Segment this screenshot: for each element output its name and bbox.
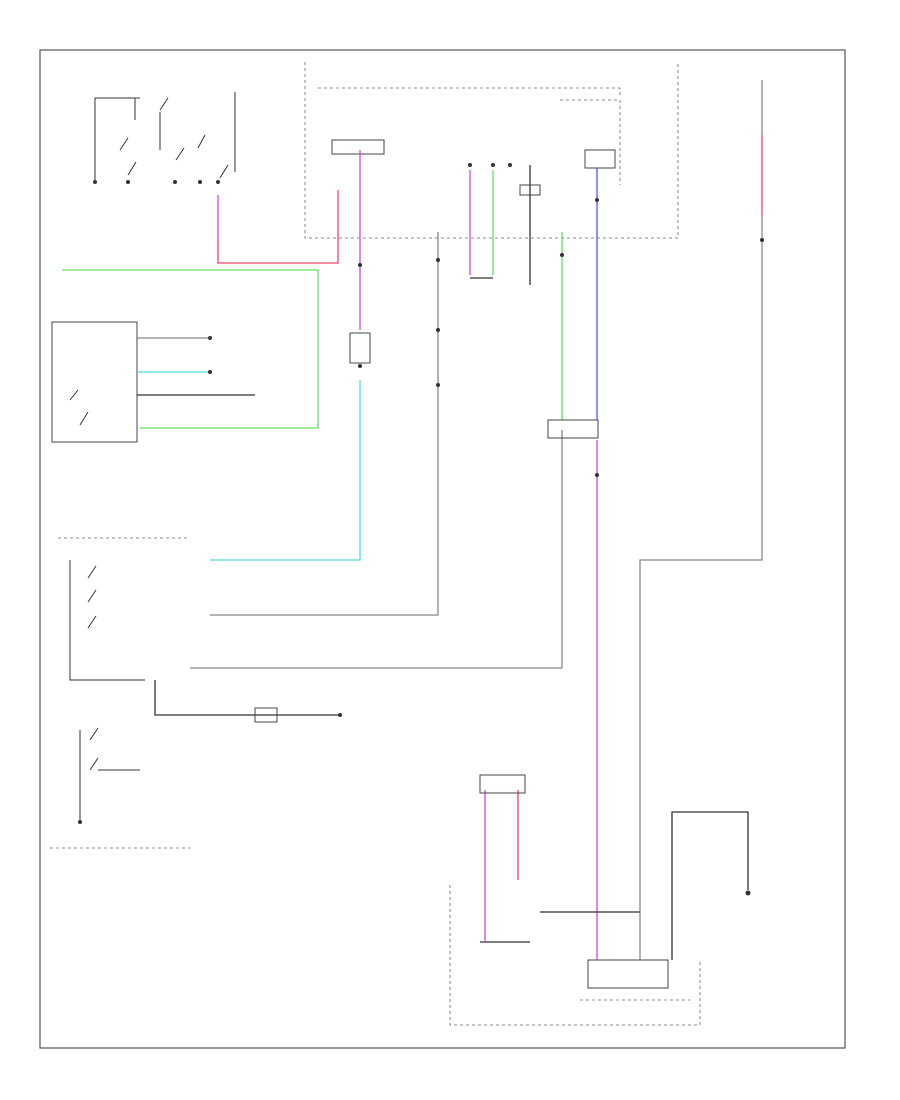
- light-switch: [69, 560, 145, 681]
- fog-switch: [79, 727, 140, 820]
- wire-cyan-down: [210, 380, 361, 561]
- wire-gray-center: [210, 232, 439, 616]
- combination-meter: [449, 885, 701, 1026]
- wire-green-left-loop: [62, 269, 319, 429]
- diagram-frame: [39, 49, 846, 1049]
- wire-black-sensor: [671, 811, 749, 960]
- combination-switch-top: [93, 92, 236, 184]
- wire-red-switch-to-block: [217, 232, 339, 264]
- cruise-switch-box: [51, 321, 138, 443]
- fuse-relay-block: [304, 62, 679, 239]
